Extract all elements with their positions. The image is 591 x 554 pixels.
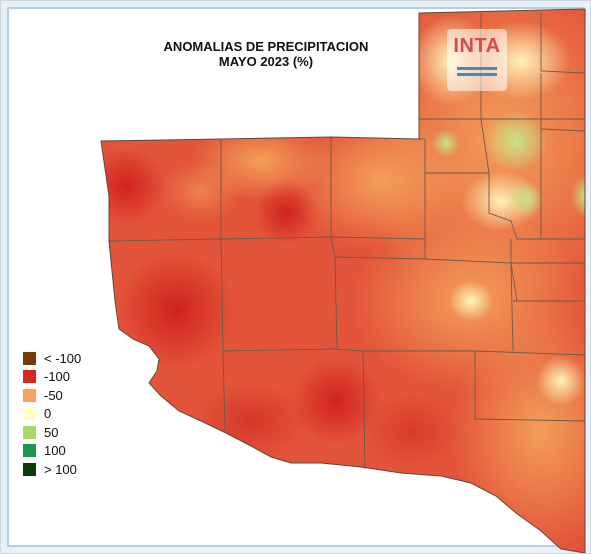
legend-swatch [23,425,36,439]
legend-item: -50 [23,386,143,405]
legend-label: -50 [44,387,63,403]
legend-label: > 100 [44,461,77,477]
map-title: ANOMALIAS DE PRECIPITACION MAYO 2023 (%) [111,39,421,69]
legend-item: 0 [23,405,143,424]
legend-swatch [23,351,36,365]
legend-label: -100 [44,369,71,385]
legend-swatch [23,462,36,476]
legend-swatch [23,370,36,384]
legend-label: < -100 [44,350,82,366]
legend-label: 0 [44,406,52,422]
province-outline [100,8,586,553]
inta-logo: INTA [447,29,507,91]
legend-label: 100 [44,443,66,459]
title-line-1: ANOMALIAS DE PRECIPITACION [163,39,369,54]
logo-stripe [457,73,497,76]
legend-item: -100 [23,368,143,387]
map-legend: < -100 -100 -50 0 50 100 > 100 [23,349,143,479]
anomaly-surface [101,9,585,553]
legend-swatch [23,407,36,421]
legend-swatch [23,444,36,458]
legend-item: < -100 [23,349,143,368]
legend-item: 100 [23,442,143,461]
logo-stripe [457,67,497,70]
legend-item: > 100 [23,460,143,479]
legend-swatch [23,388,36,402]
legend-label: 50 [44,424,59,440]
legend-item: 50 [23,423,143,442]
inta-logo-text: INTA [453,35,501,57]
title-line-2: MAYO 2023 (%) [218,54,314,69]
